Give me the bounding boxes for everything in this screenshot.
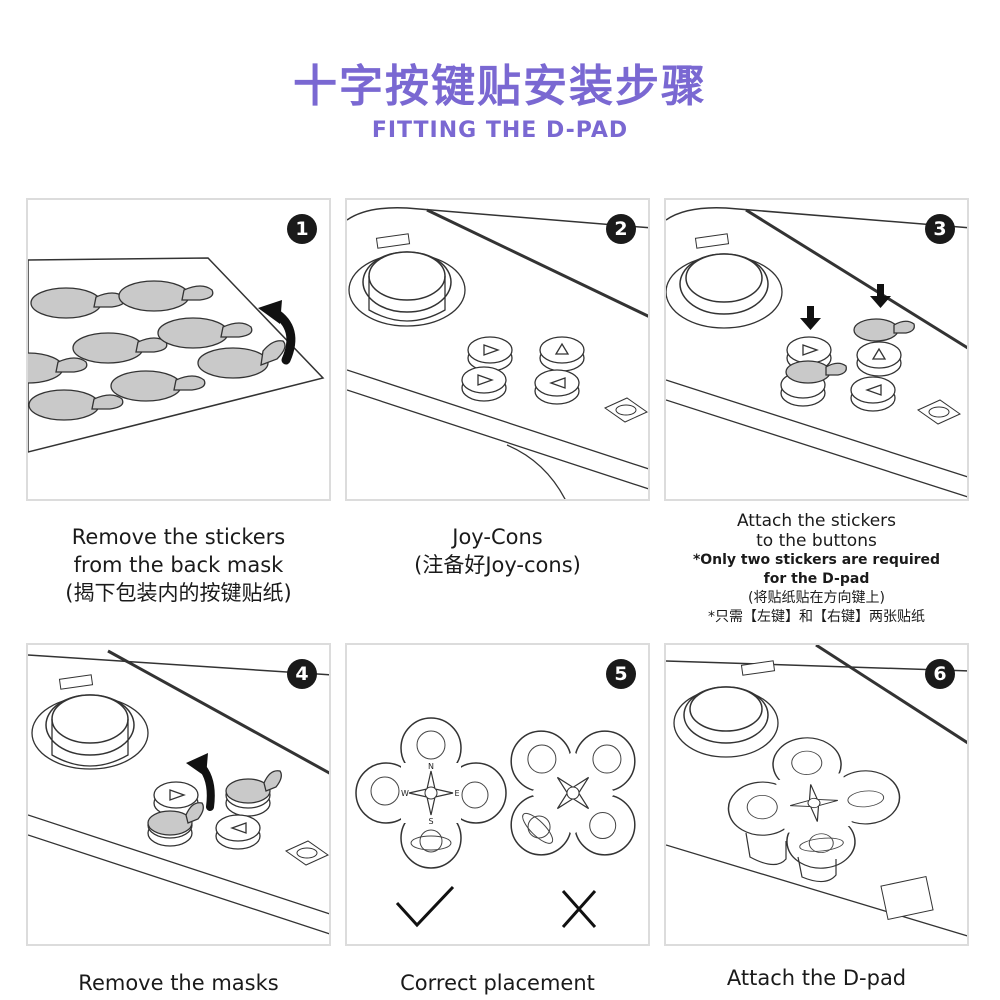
caption-line: (揭下包装内的按键贴纸) <box>65 581 292 605</box>
sticker-sheet-illustration <box>28 257 325 453</box>
step-2-caption: Joy-Cons (注备好Joy-cons) <box>345 523 650 579</box>
caption-line: Remove the stickers <box>71 525 286 549</box>
caption-line: (注备好Joy-cons) <box>414 553 581 577</box>
dpad-attached <box>727 737 901 869</box>
caption-line: Attach the stickers <box>736 511 897 531</box>
attach-stickers-illustration <box>666 207 967 498</box>
remove-masks-illustration <box>28 649 329 935</box>
step-4-caption: Remove the masks <box>26 969 331 997</box>
step-number-badge: 1 <box>287 214 317 244</box>
caption-note-cn: *只需【左键】和【右键】两张贴纸 <box>708 609 925 625</box>
check-icon <box>395 885 455 928</box>
step-1-caption: Remove the stickers from the back mask (… <box>26 523 331 607</box>
caption-note-cn: (将贴纸贴在方向键上) <box>748 590 885 606</box>
compass-n-label: N <box>428 762 434 771</box>
placement-comparison-illustration: N S E W <box>355 717 636 928</box>
compass-w-label: W <box>401 789 409 798</box>
caption-note: for the D-pad <box>763 571 870 587</box>
caption-line: Attach the D-pad <box>726 966 907 990</box>
compass-e-label: E <box>454 789 459 798</box>
step-6-panel: 6 <box>664 643 969 946</box>
step-number-badge: 4 <box>287 659 317 689</box>
incorrect-dpad <box>510 730 636 856</box>
caption-line: Correct placement <box>400 971 595 995</box>
step-2-panel: 2 <box>345 198 650 501</box>
attach-dpad-illustration <box>666 645 967 937</box>
step-5-panel: N S E W 5 <box>345 643 650 946</box>
cross-icon <box>561 890 597 928</box>
compass-s-label: S <box>428 817 433 826</box>
step-number-badge: 5 <box>606 659 636 689</box>
page-title-en: FITTING THE D-PAD <box>371 118 629 143</box>
step-number-badge: 3 <box>925 214 955 244</box>
caption-line: Remove the masks <box>78 971 279 995</box>
joy-con-illustration <box>347 207 648 499</box>
step-number-badge: 6 <box>925 659 955 689</box>
step-4-panel: 4 <box>26 643 331 946</box>
correct-dpad: N S E W <box>355 717 507 869</box>
step-3-panel: 3 <box>664 198 969 501</box>
step-1-panel: 1 <box>26 198 331 501</box>
caption-line: from the back mask <box>73 553 284 577</box>
step-5-caption: Correct placement <box>345 969 650 997</box>
step-3-caption: Attach the stickers to the buttons *Only… <box>664 511 969 627</box>
caption-line: Joy-Cons <box>452 525 543 549</box>
caption-note: *Only two stickers are required <box>692 552 941 568</box>
page-title-cn: 十字按键贴安装步骤 <box>293 61 707 112</box>
step-6-caption: Attach the D-pad <box>664 964 969 992</box>
step-number-badge: 2 <box>606 214 636 244</box>
caption-line: to the buttons <box>756 531 877 551</box>
